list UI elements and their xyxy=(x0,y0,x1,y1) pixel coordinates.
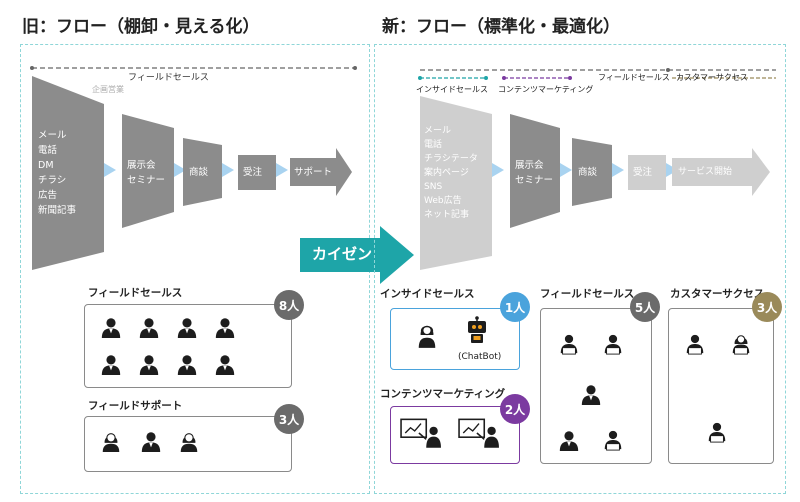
new-group-field-sales-label: フィールドセールス xyxy=(540,288,635,300)
new-group-content-marketing-label: コンテンツマーケティング xyxy=(380,388,506,400)
woman-laptop-icon xyxy=(732,335,750,355)
old-stage-4: 受注 xyxy=(243,167,263,178)
laptop-worker-icon xyxy=(602,428,624,452)
laptop-worker-icon xyxy=(684,332,706,356)
new-stage-1: メール 電話 チラシテータ 案内ページ SNS Web広告 ネット記事 xyxy=(424,126,478,220)
presenter-icon xyxy=(400,418,442,448)
new-group-content-marketing-badge: 2人 xyxy=(500,394,530,424)
new-timeline-field-sales-label: フィールドセールス xyxy=(598,73,670,82)
new-stage-3: 商談 xyxy=(578,167,598,178)
new-group-field-sales-badge: 5人 xyxy=(630,292,660,322)
old-stage-5: サポート xyxy=(294,167,333,178)
old-stage-1: メール 電話 DM チラシ 広告 新聞記事 xyxy=(38,130,77,216)
person-icon xyxy=(558,428,580,452)
old-group-field-sales-label: フィールドセールス xyxy=(88,287,183,299)
new-timeline-content-marketing-label: コンテンツマーケティング xyxy=(498,85,594,94)
old-group-field-support-badge: 3人 xyxy=(274,404,304,434)
new-stage-4: 受注 xyxy=(633,167,653,178)
new-group-inside-sales-label: インサイドセールス xyxy=(380,288,475,300)
old-timeline-planning-label: 企画営業 xyxy=(92,85,124,94)
new-group-inside-sales-card xyxy=(390,308,520,370)
operator-icon xyxy=(418,325,436,348)
new-stage-2: 展示会 セミナー xyxy=(515,160,554,186)
robot-icon xyxy=(468,316,486,343)
laptop-worker-icon xyxy=(602,332,624,356)
old-group-field-support-label: フィールドサポート xyxy=(88,400,183,412)
chatbot-label: (ChatBot) xyxy=(458,352,502,362)
new-group-field-sales-card xyxy=(540,308,652,464)
new-group-customer-success-label: カスタマーサクセス xyxy=(670,288,765,300)
presenter-icon xyxy=(458,418,500,448)
old-timeline-field-sales-label: フィールドセールス xyxy=(128,73,209,83)
new-stage-5: サービス開始 xyxy=(678,167,733,177)
new-timeline-inside-sales-label: インサイドセールス xyxy=(416,85,488,94)
old-panel-title: 旧：フロー（棚卸・見える化） xyxy=(22,17,260,37)
old-stage-3: 商談 xyxy=(189,167,209,178)
old-group-field-sales-badge: 8人 xyxy=(274,290,304,320)
new-panel xyxy=(374,44,786,494)
laptop-worker-icon xyxy=(706,420,728,444)
new-group-customer-success-badge: 3人 xyxy=(752,292,782,322)
new-group-inside-sales-badge: 1人 xyxy=(500,292,530,322)
kaizen-label: カイゼン xyxy=(312,245,373,263)
new-panel-title: 新：フロー（標準化・最適化） xyxy=(382,17,620,37)
laptop-worker-icon xyxy=(558,332,580,356)
kaizen-arrow xyxy=(300,226,414,284)
new-timeline-customer-success-label: カスタマーサクセス xyxy=(676,73,748,82)
old-stage-2: 展示会 セミナー xyxy=(127,160,166,186)
person-icon xyxy=(580,382,602,406)
